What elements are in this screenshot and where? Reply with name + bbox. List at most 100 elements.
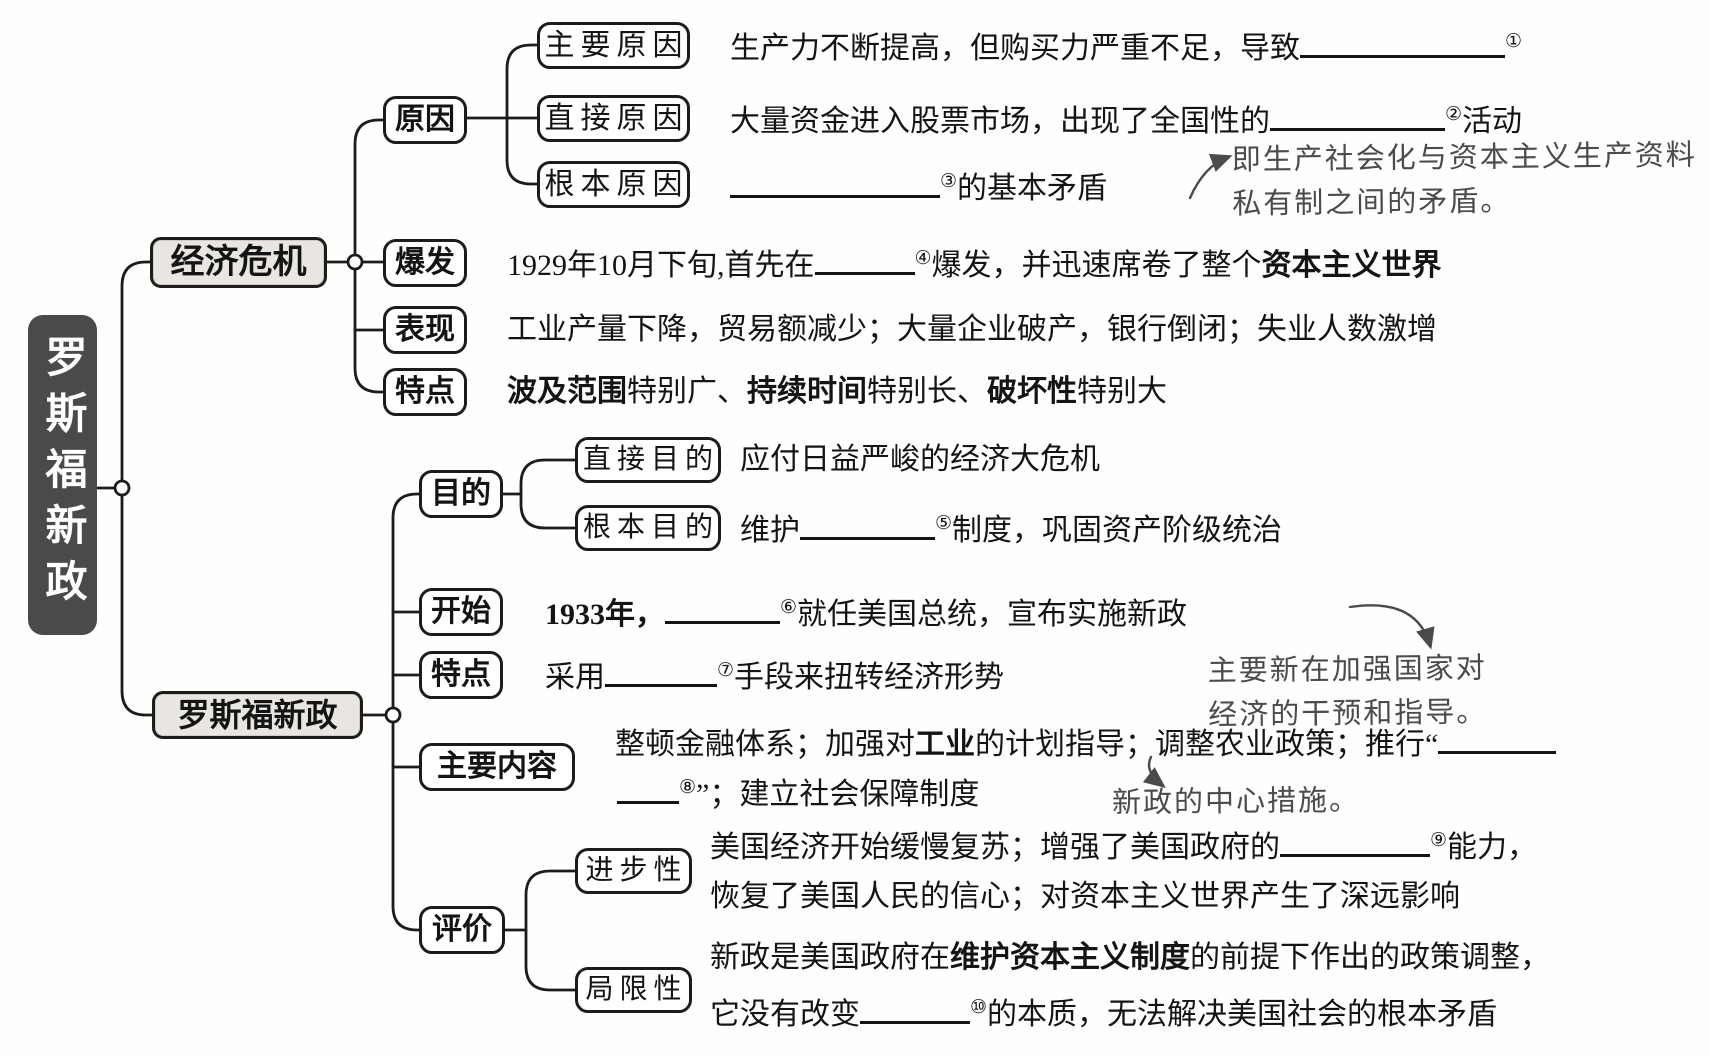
text-limitation-line2: 它没有改变 ⑩的本质，无法解决美国社会的根本矛盾 (710, 991, 1497, 1033)
text-segment: 能力， (1447, 831, 1538, 864)
text-segment: 就任美国总统，宣布实施新政 (797, 598, 1188, 631)
text-segment: 工业 (915, 728, 975, 761)
node-limitation: 局限性 (575, 967, 692, 1013)
arrow-to-note-state-intervention (1348, 604, 1435, 650)
text-start: 1933年，⑥就任美国总统，宣布实施新政 (545, 591, 1187, 633)
text-segment: 工业产量下降，贸易额减少；大量企业破产，银行倒闭；失业人数激增 (507, 313, 1437, 346)
text-segment: 的本质，无法解决美国社会的根本矛盾 (987, 998, 1498, 1031)
text-direct-purpose: 应付日益严峻的经济大危机 (740, 439, 1100, 481)
node-cause: 原因 (383, 96, 467, 144)
node-manifestation: 表现 (383, 306, 467, 354)
text-segment: 的前提下作出的政策调整， (1190, 941, 1550, 974)
text-segment: 维护 (740, 514, 800, 547)
text-outbreak: 1929年10月下旬,首先在 ④爆发，并迅速席卷了整个资本主义世界 (507, 242, 1442, 284)
circled-number: ⑧ (679, 777, 697, 798)
fill-in-blank (814, 242, 915, 275)
circled-number: ④ (914, 248, 932, 269)
text-manifestation: 工业产量下降，贸易额减少；大量企业破产，银行倒闭；失业人数激增 (507, 309, 1437, 351)
circled-number: ⑥ (780, 597, 798, 618)
text-root-purpose: 维护 ⑤制度，巩固资产阶级统治 (740, 507, 1282, 549)
text-limitation-line1: 新政是美国政府在维护资本主义制度的前提下作出的政策调整， (710, 937, 1550, 979)
node-start: 开始 (419, 588, 503, 636)
node-feature-crisis: 特点 (383, 368, 467, 416)
node-purpose: 目的 (419, 470, 503, 518)
text-segment: 特别长、 (867, 375, 987, 408)
arrow-to-note-basic-contradiction (1188, 153, 1233, 200)
handwritten-note-basic-contradiction: 即生产社会化与资本主义生产资料私有制之间的矛盾。 (1232, 134, 1698, 227)
fill-in-blank (617, 771, 679, 804)
circled-number: ⑨ (1430, 830, 1448, 851)
node-progressiveness: 进步性 (575, 848, 692, 894)
circled-number: ⑩ (970, 997, 988, 1018)
node-main-content: 主要内容 (419, 743, 575, 791)
circled-number: ⑤ (935, 513, 953, 534)
circled-number: ⑦ (717, 660, 735, 681)
text-segment: 1929年10月下旬,首先在 (507, 249, 815, 282)
node-evaluation: 评价 (419, 906, 505, 954)
node-root-purpose: 根本目的 (575, 505, 721, 551)
text-segment: 破坏性 (987, 375, 1077, 408)
text-segment: 资本主义世界 (1261, 249, 1442, 282)
circled-number: ① (1505, 31, 1523, 52)
arrow-to-note-central-measure (1142, 755, 1166, 788)
branch-economic-crisis: 经济危机 (150, 237, 327, 288)
text-segment: 美国经济开始缓慢复苏；增强了美国政府的 (710, 831, 1280, 864)
handwritten-note-central-measure: 新政的中心措施。 (1112, 779, 1360, 826)
text-segment: 特别广、 (627, 375, 747, 408)
text-segment: 它没有改变 (710, 998, 860, 1031)
fill-in-blank (1280, 824, 1430, 857)
fill-in-blank (800, 507, 935, 540)
handwritten-line: 新政的中心措施。 (1111, 784, 1361, 820)
text-direct-cause: 大量资金进入股票市场，出现了全国性的 ②活动 (730, 98, 1522, 140)
fill-in-blank (1300, 25, 1505, 58)
text-segment: ”；建立社会保障制度 (696, 778, 980, 811)
handwritten-line: 私有制之间的矛盾。 (1232, 185, 1512, 221)
text-segment: 制度，巩固资产阶级统治 (952, 514, 1283, 547)
text-segment: 爆发，并迅速席卷了整个 (931, 249, 1262, 282)
text-segment: 生产力不断提高，但购买力严重不足，导致 (730, 32, 1300, 65)
fill-in-blank (1438, 721, 1557, 754)
node-feature-newdeal: 特点 (419, 651, 503, 699)
text-segment: 活动 (1462, 105, 1523, 138)
fill-in-blank (1270, 98, 1445, 131)
text-segment: 的基本矛盾 (957, 172, 1108, 205)
text-content-line2: ⑧”；建立社会保障制度 (617, 771, 979, 813)
text-root-cause: ③的基本矛盾 (730, 165, 1107, 207)
branch-new-deal: 罗斯福新政 (152, 691, 363, 739)
text-segment: 恢复了美国人民的信心；对资本主义世界产生了深远影响 (710, 880, 1460, 913)
fill-in-blank (730, 165, 940, 198)
text-segment: 整顿金融体系；加强对 (615, 728, 915, 761)
text-feature-crisis: 波及范围特别广、持续时间特别长、破坏性特别大 (507, 371, 1167, 413)
text-segment: 波及范围 (507, 375, 627, 408)
node-main-cause: 主要原因 (537, 22, 690, 69)
handwritten-line: 主要新在加强国家对 (1207, 652, 1487, 688)
node-outbreak: 爆发 (383, 239, 467, 287)
node-direct-purpose: 直接目的 (575, 437, 721, 483)
fill-in-blank (860, 991, 970, 1024)
circled-number: ② (1445, 104, 1463, 125)
text-main-cause: 生产力不断提高，但购买力严重不足，导致 ① (730, 25, 1522, 67)
root-node-roosevelt-new-deal: 罗斯福新政 (28, 315, 97, 635)
text-segment: 采用 (545, 661, 605, 694)
node-direct-cause: 直接原因 (537, 95, 690, 142)
text-segment: 持续时间 (747, 375, 867, 408)
text-content-line1: 整顿金融体系；加强对工业的计划指导；调整农业政策；推行“ (615, 721, 1557, 763)
handwritten-line: 经济的干预和指导。 (1208, 696, 1488, 732)
handwritten-note-state-intervention: 主要新在加强国家对经济的干预和指导。 (1208, 647, 1488, 738)
fill-in-blank (605, 654, 717, 687)
handwritten-line: 即生产社会化与资本主义生产资料 (1231, 139, 1697, 177)
text-segment: 特别大 (1077, 375, 1167, 408)
text-segment: 新政是美国政府在 (710, 941, 950, 974)
text-segment: 大量资金进入股票市场，出现了全国性的 (730, 105, 1270, 138)
node-root-cause: 根本原因 (537, 161, 690, 208)
text-segment: 维护资本主义制度 (950, 941, 1190, 974)
fill-in-blank (665, 591, 780, 624)
text-progress-line2: 恢复了美国人民的信心；对资本主义世界产生了深远影响 (710, 876, 1460, 918)
text-progress-line1: 美国经济开始缓慢复苏；增强了美国政府的 ⑨能力， (710, 824, 1537, 866)
text-segment: 应付日益严峻的经济大危机 (740, 443, 1100, 476)
circled-number: ③ (940, 171, 958, 192)
text-segment: 的计划指导；调整农业政策；推行“ (975, 728, 1439, 761)
